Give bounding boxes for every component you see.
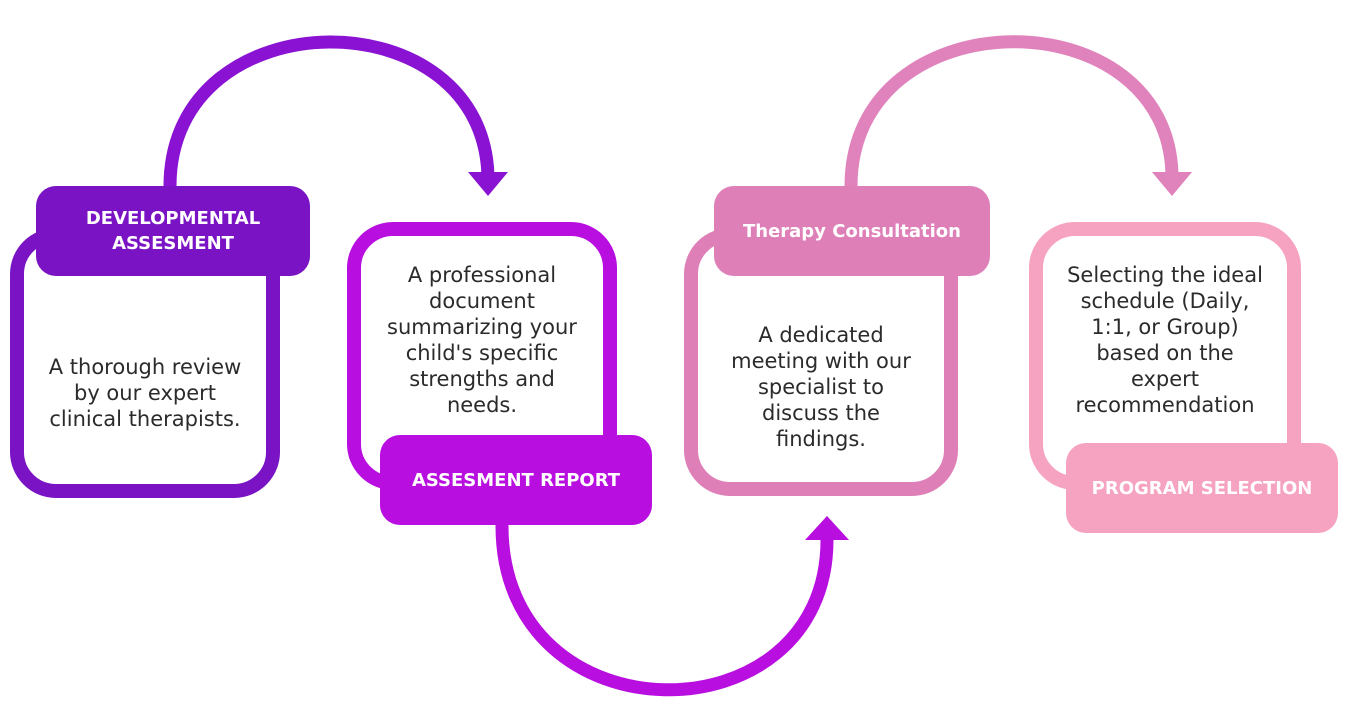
connector-1-to-2-arrowhead bbox=[468, 172, 508, 196]
step-1-title: DEVELOPMENTAL ASSESMENT bbox=[36, 186, 310, 276]
step-3-description: A dedicated meeting with our specialist … bbox=[731, 323, 911, 451]
connector-1-to-2 bbox=[163, 35, 495, 193]
step-4-description: Selecting the ideal schedule (Daily, 1:1… bbox=[1067, 263, 1263, 417]
connector-3-to-4-arrowhead bbox=[1152, 172, 1192, 196]
step-4-title: PROGRAM SELECTION bbox=[1066, 443, 1338, 533]
connector-3-to-4 bbox=[844, 35, 1179, 193]
step-2-title: ASSESMENT REPORT bbox=[380, 435, 652, 525]
step-3-title: Therapy Consultation bbox=[714, 186, 990, 276]
connector-2-to-3 bbox=[495, 519, 834, 697]
step-1-description: A thorough review by our expert clinical… bbox=[48, 355, 242, 431]
step-2-description: A professional document summarizing your… bbox=[387, 263, 577, 417]
connector-2-to-3-arrowhead bbox=[805, 516, 849, 540]
